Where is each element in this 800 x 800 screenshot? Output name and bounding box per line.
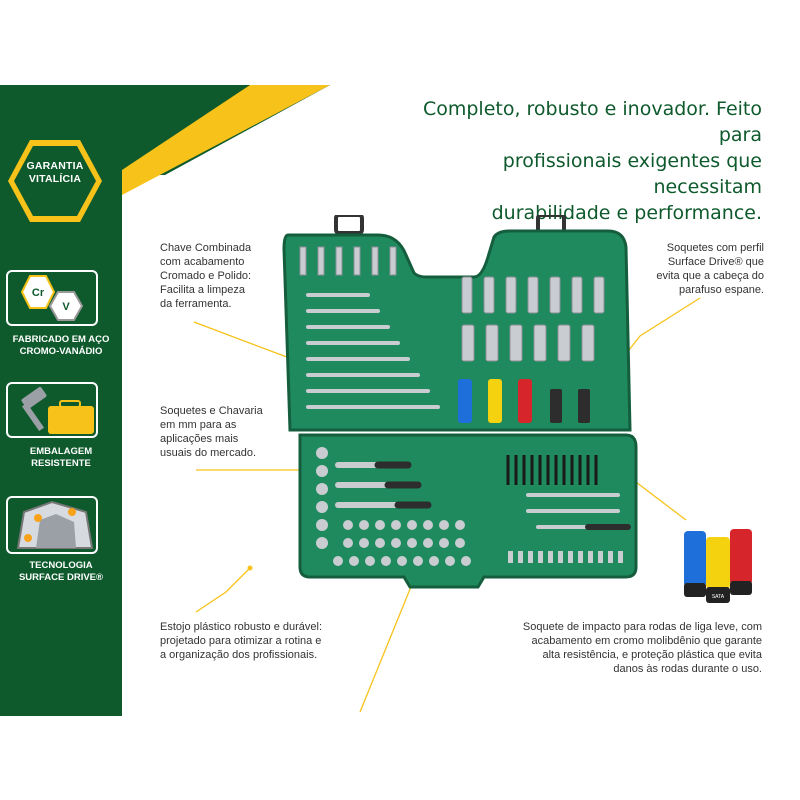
callout-soquetes-mm: Soquetes e Chavaria em mm para as aplica… (160, 405, 263, 459)
svg-text:V: V (62, 301, 70, 313)
impact-sockets-image: SATA (684, 529, 752, 603)
svg-text:Cr: Cr (32, 287, 45, 299)
warranty-badge-icon (8, 140, 102, 222)
callout-impacto: Soquete de impacto para rodas de liga le… (522, 621, 762, 675)
hammer-case-icon (6, 382, 98, 438)
callout-estojo: Estojo plástico robusto e durável: proje… (160, 621, 323, 661)
callout-chave: Chave Combinada com acabamento Cromado e… (160, 242, 252, 310)
headline-text: Completo, robusto e inovador. Feito para… (422, 98, 762, 224)
svg-text:SATA: SATA (712, 594, 725, 600)
feature-label-case: EMBALAGEM RESISTENTE (29, 446, 93, 469)
surface-drive-icon (6, 496, 98, 554)
warranty-badge-text: GARANTIA VITALÍCIA (26, 160, 84, 185)
feature-label-surface-drive: TECNOLOGIA SURFACE DRIVE® (18, 560, 104, 583)
tool-case-illustration (282, 215, 638, 589)
feature-label-chrome-vanadium: FABRICADO EM AÇO CROMO-VANÁDIO (12, 334, 110, 357)
chrome-vanadium-icon: Cr V (6, 270, 98, 326)
callout-surface-drive: Soquetes com perfil Surface Drive® que e… (656, 242, 764, 296)
